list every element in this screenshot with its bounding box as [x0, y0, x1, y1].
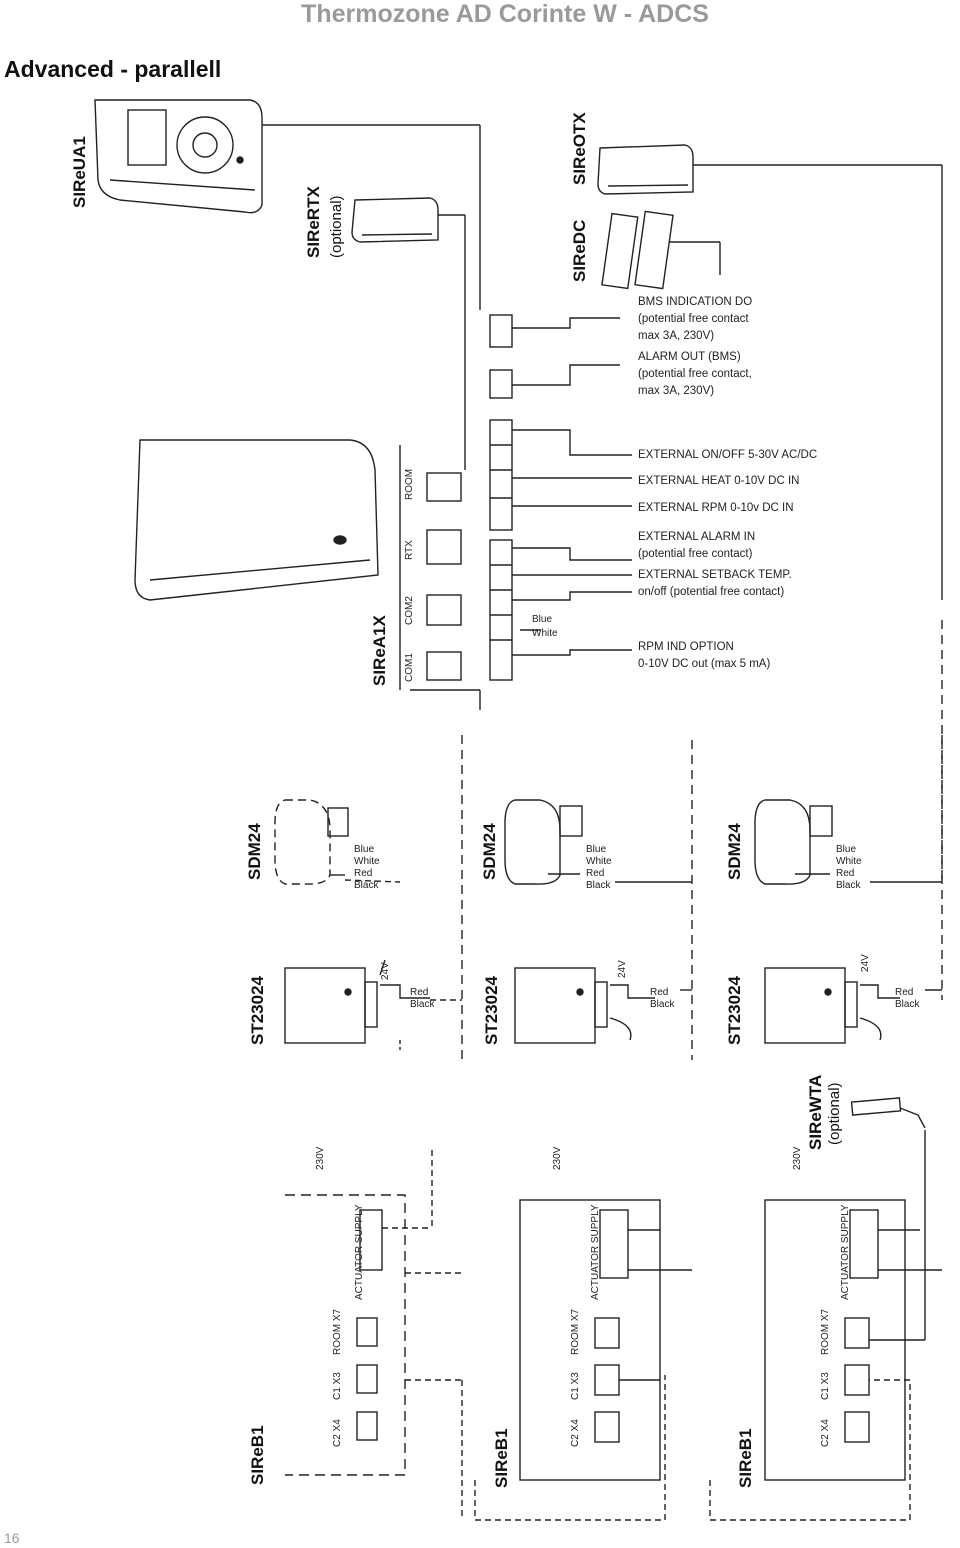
- label-bms-2: (potential free contact: [638, 313, 749, 325]
- label-alarm-3: max 3A, 230V): [638, 385, 714, 397]
- label-ext-heat: EXTERNAL HEAT 0-10V DC IN: [638, 475, 799, 487]
- header-title: Thermozone AD Corinte W - ADCS: [301, 0, 709, 28]
- label-sireb1-2: SIReB1: [492, 1428, 511, 1488]
- a1x-wire-white: White: [532, 628, 558, 639]
- label-sirertx-optional: (optional): [328, 195, 345, 258]
- terminal-strips: [489, 314, 513, 681]
- section-title: Advanced - parallell: [4, 56, 222, 82]
- label-sireb1-3: SIReB1: [736, 1428, 755, 1488]
- sdm24-2-device: [504, 799, 692, 885]
- sireb1-2-room: ROOM X7: [570, 1308, 581, 1355]
- label-ext-setback-2: on/off (potential free contact): [638, 586, 784, 598]
- label-sdm24-2: SDM24: [480, 823, 499, 880]
- sireb1-2-c2: C2 X4: [570, 1419, 581, 1447]
- sdm3-wire-red: Red: [836, 868, 854, 879]
- label-ext-alarm-2: (potential free contact): [638, 548, 753, 560]
- label-alarm-2: (potential free contact,: [638, 368, 752, 380]
- sireb1-1-230v: 230V: [315, 1146, 326, 1170]
- sdm1-wire-blue: Blue: [354, 844, 374, 855]
- label-sireua1: SIReUA1: [70, 136, 89, 208]
- sdm1-wire-red: Red: [354, 868, 372, 879]
- port-label-room: ROOM: [404, 469, 415, 500]
- sdm1-wire-black: Black: [354, 880, 379, 891]
- sdm1-wire-white: White: [354, 856, 380, 867]
- sireb1-1-room: ROOM X7: [332, 1308, 343, 1355]
- sdm2-wire-white: White: [586, 856, 612, 867]
- st23024-2-device: [514, 967, 692, 1044]
- label-alarm-1: ALARM OUT (BMS): [638, 351, 741, 363]
- port-label-rtx: RTX: [404, 540, 415, 560]
- label-rpm-ind-1: RPM IND OPTION: [638, 641, 734, 653]
- sdm3-wire-white: White: [836, 856, 862, 867]
- label-siredc: SIReDC: [570, 219, 589, 282]
- sireb1-2-c1: C1 X3: [570, 1372, 581, 1400]
- port-label-com1: COM1: [404, 653, 415, 682]
- sireotx-device: [597, 144, 694, 195]
- label-ext-onoff: EXTERNAL ON/OFF 5-30V AC/DC: [638, 449, 817, 461]
- st1-24v: 24V: [380, 962, 391, 980]
- sdm2-wire-blue: Blue: [586, 844, 606, 855]
- label-sirewta-optional: (optional): [826, 1082, 843, 1145]
- label-bms-1: BMS INDICATION DO: [638, 296, 752, 308]
- sirertx-device: [351, 197, 439, 243]
- label-bms-3: max 3A, 230V): [638, 330, 714, 342]
- sdm24-3-device: [754, 799, 942, 885]
- page-number: 16: [4, 1530, 20, 1546]
- st2-wire-red: Red: [650, 987, 668, 998]
- label-sdm24-1: SDM24: [245, 823, 264, 880]
- sdm2-wire-red: Red: [586, 868, 604, 879]
- label-sirewta: SIReWTA: [806, 1074, 825, 1150]
- st23024-1-device: [284, 959, 462, 1050]
- sirea1x-device: [134, 439, 481, 710]
- label-st23024-3: ST23024: [725, 976, 744, 1045]
- sirewta-device: [850, 1097, 926, 1129]
- sireb1-1-device: [285, 1194, 406, 1476]
- sireb1-3-room: ROOM X7: [820, 1308, 831, 1355]
- sdm3-wire-blue: Blue: [836, 844, 856, 855]
- label-sireotx: SIReOTX: [570, 112, 589, 185]
- st3-24v: 24V: [860, 954, 871, 972]
- sireb1-2-230v: 230V: [552, 1146, 563, 1170]
- label-sirertx: SIReRTX: [304, 186, 323, 258]
- sireb1-3-actuator-supply: ACTUATOR SUPPLY: [840, 1204, 851, 1300]
- sireb1-1-ports: [356, 1150, 463, 1520]
- label-sirea1x: SIReA1X: [370, 615, 389, 686]
- sireb1-2-actuator-supply: ACTUATOR SUPPLY: [590, 1204, 601, 1300]
- label-ext-setback-1: EXTERNAL SETBACK TEMP.: [638, 569, 792, 581]
- sireb1-3-device: [709, 1130, 942, 1521]
- st2-24v: 24V: [617, 960, 628, 978]
- io-wires: [512, 317, 632, 656]
- sireb1-2-device: [474, 1199, 692, 1521]
- sireua1-device: [94, 99, 263, 214]
- st3-wire-red: Red: [895, 987, 913, 998]
- sdm3-wire-black: Black: [836, 880, 861, 891]
- st3-wire-black: Black: [895, 999, 920, 1010]
- label-sdm24-3: SDM24: [725, 823, 744, 880]
- sireb1-1-c2: C2 X4: [332, 1419, 343, 1447]
- dashed-bus: [461, 620, 943, 1060]
- sireb1-3-230v: 230V: [792, 1146, 803, 1170]
- st2-wire-black: Black: [650, 999, 675, 1010]
- sireb1-3-c1: C1 X3: [820, 1372, 831, 1400]
- sireb1-1-actuator-supply: ACTUATOR SUPPLY: [354, 1204, 365, 1300]
- label-ext-rpm: EXTERNAL RPM 0-10v DC IN: [638, 502, 794, 514]
- label-ext-alarm-1: EXTERNAL ALARM IN: [638, 531, 755, 543]
- sireb1-3-c2: C2 X4: [820, 1419, 831, 1447]
- port-label-com2: COM2: [404, 596, 415, 625]
- label-rpm-ind-2: 0-10V DC out (max 5 mA): [638, 658, 770, 670]
- sdm24-1-device: [274, 799, 401, 885]
- label-sireb1-1: SIReB1: [248, 1425, 267, 1485]
- sdm2-wire-black: Black: [586, 880, 611, 891]
- label-st23024-2: ST23024: [482, 976, 501, 1045]
- st1-wire-black: Black: [410, 999, 435, 1010]
- sireb1-1-c1: C1 X3: [332, 1372, 343, 1400]
- st23024-3-device: [764, 967, 942, 1044]
- a1x-wire-blue: Blue: [532, 614, 552, 625]
- label-st23024-1: ST23024: [248, 976, 267, 1045]
- st1-wire-red: Red: [410, 987, 428, 998]
- siredc-device: [601, 210, 721, 290]
